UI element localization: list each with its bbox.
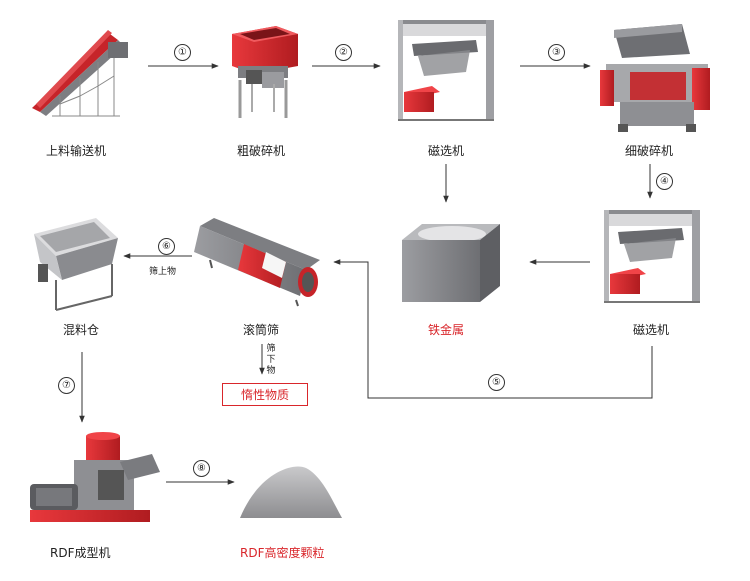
flow-arrows xyxy=(79,63,653,485)
edge-label-undersize-3: 物 xyxy=(266,366,276,376)
step-badge-8: ⑧ xyxy=(193,460,210,477)
step-badge-4: ④ xyxy=(656,173,673,190)
step-badge-1: ① xyxy=(174,44,191,61)
label-coarse-shredder: 粗破碎机 xyxy=(237,144,286,158)
edge-label-undersize-1: 筛 xyxy=(266,344,276,354)
label-rdf-press: RDF成型机 xyxy=(50,546,111,560)
label-iron-metal: 铁金属 xyxy=(428,323,465,337)
trommel-screen-illustration xyxy=(194,218,320,307)
label-inert-material: 惰性物质 xyxy=(222,383,308,406)
label-trommel-screen: 滚筒筛 xyxy=(243,323,280,337)
label-magnetic-separator-2: 磁选机 xyxy=(633,323,670,337)
coarse-shredder-illustration xyxy=(232,26,298,118)
arrow-5 xyxy=(333,259,653,399)
label-rdf-pellets: RDF高密度颗粒 xyxy=(240,546,325,560)
magnetic-separator-1-illustration xyxy=(398,20,494,121)
step-badge-6: ⑥ xyxy=(158,238,175,255)
mixing-bin-illustration xyxy=(34,218,118,311)
edge-label-oversize: 筛上物 xyxy=(149,267,177,277)
step-badge-2: ② xyxy=(335,44,352,61)
step-badge-5: ⑤ xyxy=(488,374,505,391)
label-mixing-bin: 混料仓 xyxy=(63,323,100,337)
rdf-pellets-heap-illustration xyxy=(240,466,342,518)
edge-label-undersize-2: 下 xyxy=(266,355,276,365)
label-feeder: 上料输送机 xyxy=(46,144,107,158)
step-badge-7: ⑦ xyxy=(58,377,75,394)
rdf-press-illustration xyxy=(30,432,160,522)
label-magnetic-separator-1: 磁选机 xyxy=(428,144,465,158)
magnetic-separator-2-illustration xyxy=(604,210,700,303)
iron-metal-bin-illustration xyxy=(402,224,500,302)
fine-shredder-illustration xyxy=(600,24,710,132)
conveyor-feeder-illustration xyxy=(32,30,128,117)
step-badge-3: ③ xyxy=(548,44,565,61)
label-fine-shredder: 细破碎机 xyxy=(625,144,674,158)
